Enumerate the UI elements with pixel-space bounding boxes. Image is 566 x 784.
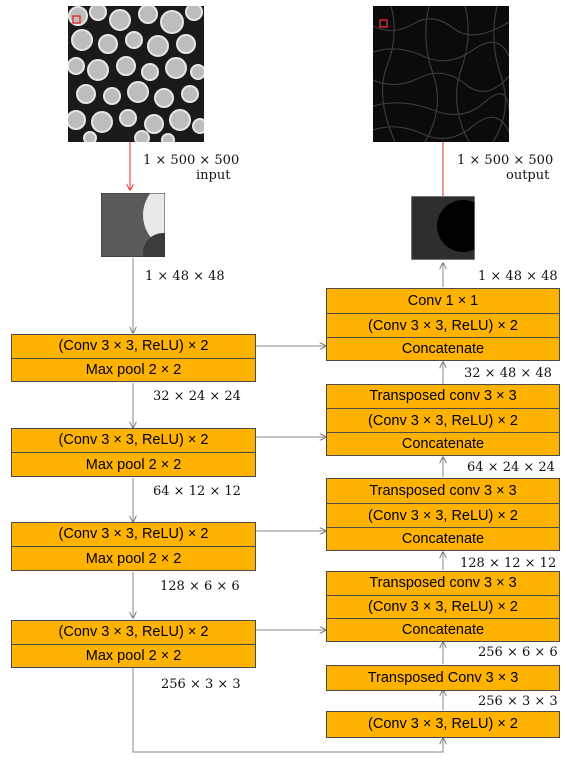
decoder-final-conv1x1-label: Conv 1 × 1	[407, 293, 479, 309]
decoder-conv-label: (Conv 3 × 3, ReLU) × 2	[327, 503, 559, 527]
encoder-pool-label: Max pool 2 × 2	[12, 358, 255, 381]
bottleneck-conv-label: (Conv 3 × 3, ReLU) × 2	[368, 716, 518, 732]
enc4-dim: 256 × 3 × 3	[161, 677, 241, 692]
decoder-transposed-label: Transposed conv 3 × 3	[369, 388, 517, 404]
decoder-final-block: Conv 1 × 1 (Conv 3 × 3, ReLU) × 2 Concat…	[326, 288, 560, 361]
dec1-dim: 64 × 24 × 24	[467, 460, 555, 475]
decoder-concat-label: Concatenate	[327, 618, 559, 641]
decoder-concat-label: Concatenate	[327, 527, 559, 550]
encoder-pool-label: Max pool 2 × 2	[12, 644, 255, 667]
dec0-dim: 32 × 48 × 48	[464, 366, 552, 381]
patch-out-dim: 1 × 48 × 48	[478, 269, 558, 284]
enc3-dim: 128 × 6 × 6	[160, 579, 240, 594]
output-size-label: 1 × 500 × 500	[457, 153, 554, 168]
input-image	[68, 6, 204, 142]
output-patch-image	[411, 196, 475, 260]
encoder-conv-label: (Conv 3 × 3, ReLU) × 2	[58, 432, 209, 448]
encoder-block-4: (Conv 3 × 3, ReLU) × 2 Max pool 2 × 2	[11, 620, 256, 668]
encoder-conv-label: (Conv 3 × 3, ReLU) × 2	[58, 526, 209, 542]
bottleneck-block: (Conv 3 × 3, ReLU) × 2	[326, 711, 560, 738]
decoder-conv-label: (Conv 3 × 3, ReLU) × 2	[327, 595, 559, 618]
dec4-dim: 256 × 3 × 3	[478, 694, 558, 709]
output-patch-marker	[379, 19, 388, 28]
decoder-up-block-2: Transposed conv 3 × 3 (Conv 3 × 3, ReLU)…	[326, 478, 560, 551]
decoder-conv-label: (Conv 3 × 3, ReLU) × 2	[327, 408, 559, 432]
input-patch-image	[101, 193, 165, 257]
encoder-pool-label: Max pool 2 × 2	[12, 452, 255, 476]
decoder-concat-label: Concatenate	[327, 432, 559, 455]
patch-in-dim: 1 × 48 × 48	[145, 269, 225, 284]
output-word-label: output	[506, 168, 550, 183]
arrow-enc4-to-bottleneck	[132, 668, 443, 753]
encoder-conv-label: (Conv 3 × 3, ReLU) × 2	[58, 338, 209, 354]
encoder-block-1: (Conv 3 × 3, ReLU) × 2 Max pool 2 × 2	[11, 334, 256, 382]
decoder-transposed-label: Transposed conv 3 × 3	[369, 575, 517, 591]
decoder-final-concat-label: Concatenate	[327, 337, 559, 360]
enc1-dim: 32 × 24 × 24	[153, 389, 241, 404]
dec3-dim: 256 × 6 × 6	[478, 645, 558, 660]
encoder-conv-label: (Conv 3 × 3, ReLU) × 2	[58, 624, 209, 640]
input-patch-marker	[72, 15, 81, 24]
encoder-block-2: (Conv 3 × 3, ReLU) × 2 Max pool 2 × 2	[11, 428, 256, 477]
enc2-dim: 64 × 12 × 12	[153, 484, 241, 499]
decoder-up-block-1: Transposed conv 3 × 3 (Conv 3 × 3, ReLU)…	[326, 384, 560, 456]
decoder-transposed-label: Transposed Conv 3 × 3	[367, 670, 519, 686]
decoder-up-block-3: Transposed conv 3 × 3 (Conv 3 × 3, ReLU)…	[326, 571, 560, 642]
decoder-final-conv-label: (Conv 3 × 3, ReLU) × 2	[327, 313, 559, 337]
input-size-label: 1 × 500 × 500	[143, 153, 240, 168]
dec2-dim: 128 × 12 × 12	[460, 556, 557, 571]
decoder-transposed-label: Transposed conv 3 × 3	[369, 483, 517, 499]
output-image	[373, 6, 509, 142]
input-word-label: input	[196, 168, 231, 183]
encoder-block-3: (Conv 3 × 3, ReLU) × 2 Max pool 2 × 2	[11, 522, 256, 571]
encoder-pool-label: Max pool 2 × 2	[12, 546, 255, 570]
decoder-up-block-4: Transposed Conv 3 × 3	[326, 665, 560, 691]
